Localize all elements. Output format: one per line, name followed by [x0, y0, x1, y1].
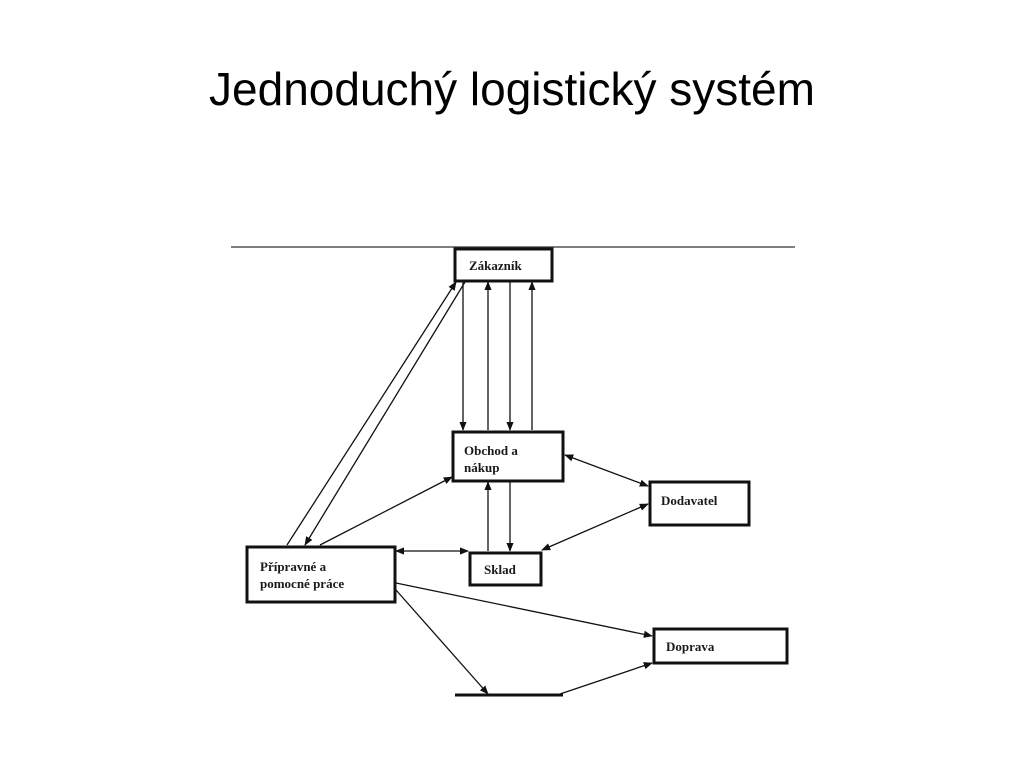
- arrow-dodavatel-sklad: [541, 503, 649, 551]
- arrow-pripravne-to-zakaznik: [286, 281, 457, 546]
- node-doprava-label: Doprava: [666, 639, 715, 654]
- arrow-bottom-to-doprava: [559, 662, 653, 695]
- arrow-zakaznik-to-pripravne: [304, 281, 466, 546]
- connectors: [286, 281, 653, 695]
- node-pripravne: Přípravné a pomocné práce: [245, 545, 397, 604]
- arrow-pripravne-to-doprava: [395, 582, 653, 638]
- node-zakaznik: Zákazník: [453, 247, 554, 283]
- node-sklad-label: Sklad: [484, 562, 517, 577]
- node-obchod-label-line-2: nákup: [464, 460, 499, 475]
- node-dodavatel-label: Dodavatel: [661, 493, 718, 508]
- arrow-obchod-dodavatel: [564, 454, 649, 487]
- node-dodavatel: Dodavatel: [648, 480, 751, 527]
- node-obchod: Obchod a nákup: [451, 430, 565, 483]
- arrow-pripravne-to-bottom: [395, 589, 489, 695]
- node-doprava: Doprava: [652, 627, 789, 665]
- node-sklad: Sklad: [468, 551, 543, 587]
- node-obchod-label-line-1: Obchod a: [464, 443, 518, 458]
- node-pripravne-label-line-2: pomocné práce: [260, 576, 344, 591]
- slide-title: Jednoduchý logistický systém: [209, 63, 815, 115]
- node-zakaznik-label: Zákazník: [469, 258, 523, 273]
- node-pripravne-label-line-1: Přípravné a: [260, 559, 327, 574]
- arrow-pripravne-to-obchod: [319, 476, 453, 546]
